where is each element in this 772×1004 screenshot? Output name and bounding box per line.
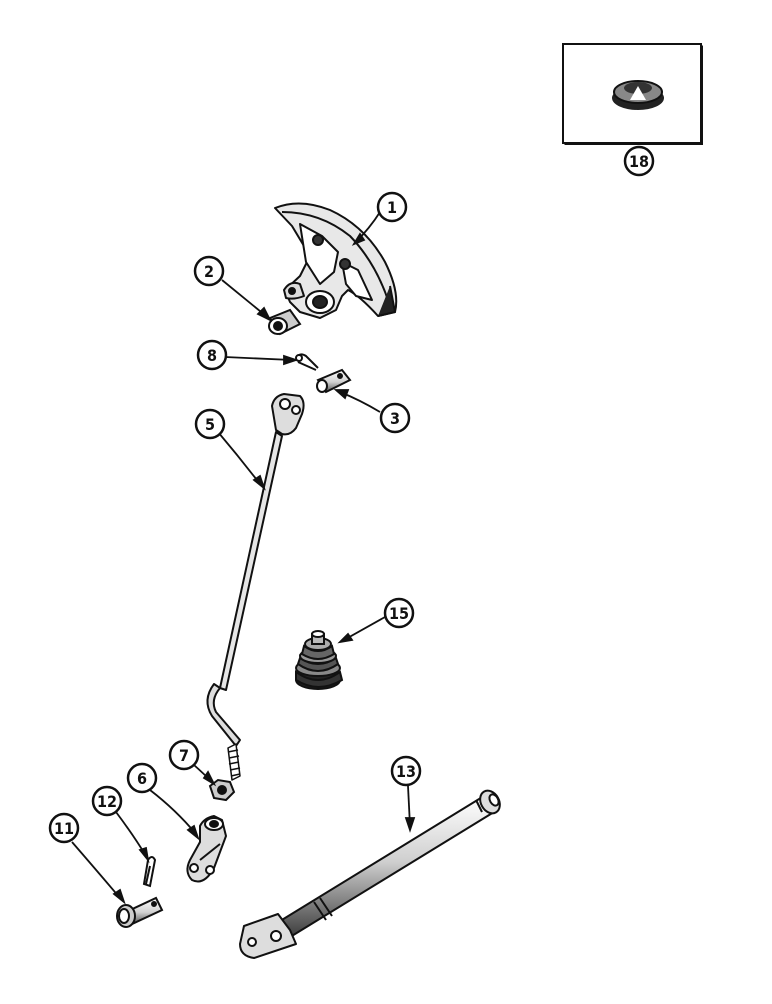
callout-label-2: 2 — [204, 262, 214, 281]
boot-part — [295, 630, 344, 690]
cross-shaft-part — [239, 789, 501, 959]
inset-box-18 — [562, 43, 703, 145]
callout-3: 3 — [379, 402, 411, 434]
callout-label-1: 1 — [387, 198, 397, 217]
callout-8: 8 — [196, 339, 228, 371]
pedal-rod-part — [206, 393, 305, 781]
callout-6: 6 — [126, 762, 158, 794]
callout-label-8: 8 — [207, 346, 217, 365]
cotter-pin-part-8 — [295, 353, 319, 371]
callout-11: 11 — [48, 812, 80, 844]
pedal-quadrant-part — [274, 202, 398, 319]
callout-12: 12 — [91, 785, 123, 817]
callout-18: 18 — [623, 145, 655, 177]
callout-15: 15 — [383, 597, 415, 629]
callout-7: 7 — [168, 739, 200, 771]
callout-13: 13 — [390, 755, 422, 787]
cotter-pin-part-12 — [142, 856, 157, 888]
callout-label-6: 6 — [137, 769, 147, 788]
clevis-pin-part — [116, 896, 164, 928]
callout-label-13: 13 — [396, 762, 416, 781]
callout-label-3: 3 — [390, 409, 400, 428]
callout-label-7: 7 — [179, 746, 189, 765]
clevis-part — [186, 815, 227, 883]
callout-label-12: 12 — [97, 792, 117, 811]
nut-part — [208, 778, 236, 802]
callout-label-11: 11 — [54, 819, 74, 838]
pin-part-3 — [316, 368, 352, 394]
callout-1: 1 — [376, 191, 408, 223]
button-plug-part — [612, 80, 664, 110]
callout-5: 5 — [194, 408, 226, 440]
callout-label-18: 18 — [629, 152, 649, 171]
leader-lines — [71, 211, 416, 905]
callout-2: 2 — [193, 255, 225, 287]
callout-label-15: 15 — [389, 604, 409, 623]
callout-label-5: 5 — [205, 415, 215, 434]
bushing-part — [268, 308, 302, 336]
